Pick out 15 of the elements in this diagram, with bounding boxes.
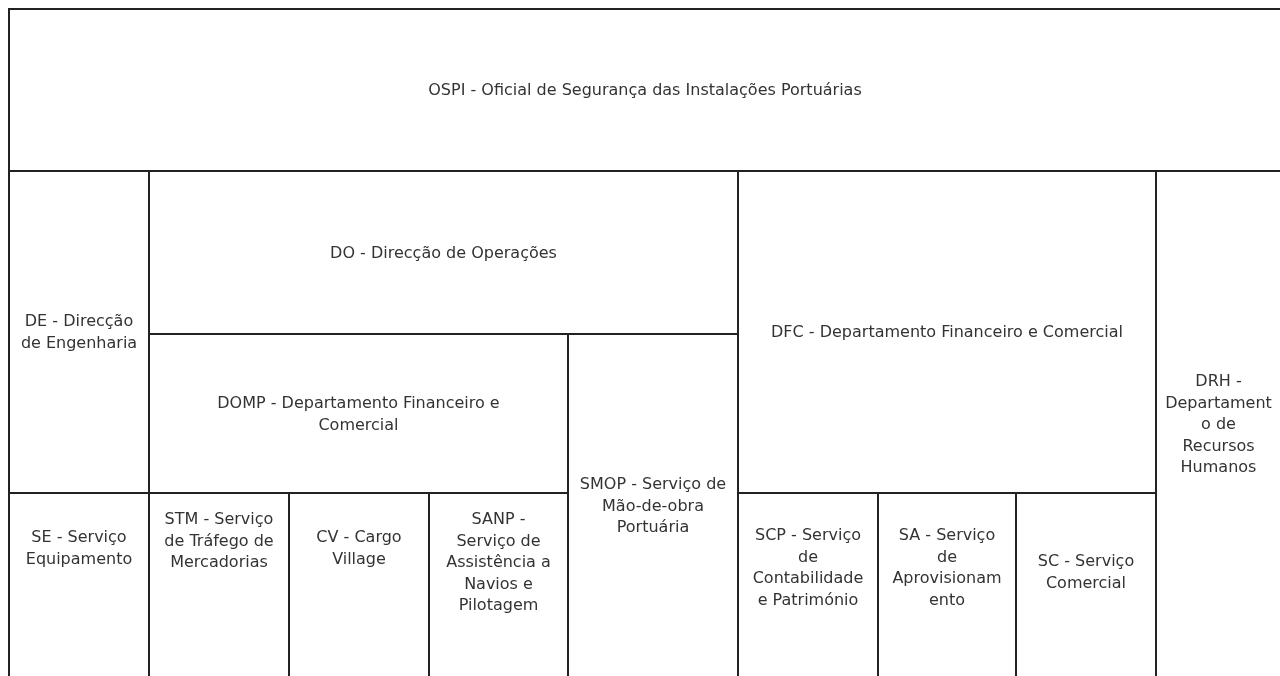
unit-name: SCP - Serviço de Contabilidade e Património [751, 524, 865, 611]
unit-name: DE - Direcção de Engenharia [19, 310, 139, 354]
unit-name: DFC - Departamento Financeiro e Comercial [771, 321, 1123, 343]
unit-name: DRH - Departamento de Recursos Humanos [1164, 370, 1273, 478]
unit-name: OSPI - Oficial de Segurança das Instalações Portuárias [428, 79, 862, 101]
unit-name: CV - Cargo Village [315, 526, 403, 570]
org-unit-box [8, 8, 1280, 172]
unit-name: SA - Serviço de Aprovisionamento [892, 524, 1002, 611]
unit-name: SC - Serviço Comercial [1036, 550, 1136, 594]
unit-name: DO - Direcção de Operações [330, 241, 557, 264]
unit-name: SE - Serviço Equipamento [24, 526, 134, 570]
unit-name: SMOP - Serviço de Mão-de-obra Portuária [578, 473, 728, 538]
unit-name: SANP - Serviço de Assistência a Navios e Pilotagem [445, 508, 552, 616]
unit-name: STM - Serviço de Tráfego de Mercadorias [163, 508, 275, 573]
unit-name: DOMP - Departamento Financeiro e Comercial [216, 391, 501, 436]
